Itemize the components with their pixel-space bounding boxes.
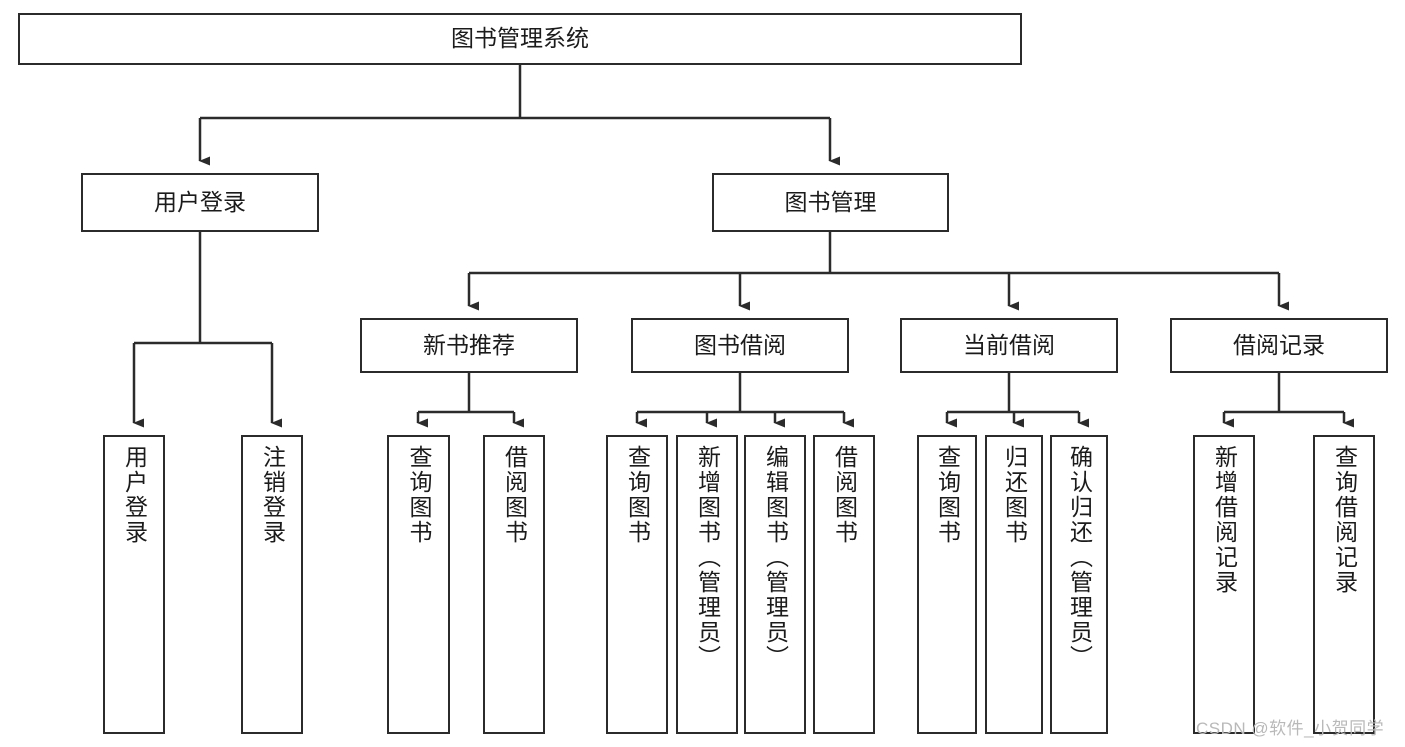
node-user-login[interactable]: 用户登录 (81, 173, 319, 232)
node-current-borrow[interactable]: 当前借阅 (900, 318, 1118, 373)
node-leaf-edit-book[interactable]: 编辑图书（管理员） (744, 435, 806, 734)
node-leaf-add-record-label: 新增借阅记录 (1211, 445, 1238, 595)
node-leaf-query-book-1-label: 查询图书 (406, 445, 432, 545)
node-leaf-borrow-book-1[interactable]: 借阅图书 (483, 435, 545, 734)
node-new-book-rec[interactable]: 新书推荐 (360, 318, 578, 373)
node-new-book-rec-label: 新书推荐 (423, 331, 515, 358)
node-leaf-user-logout-label: 注销登录 (259, 445, 286, 545)
node-leaf-query-book-2-label: 查询图书 (624, 445, 651, 545)
node-leaf-user-login[interactable]: 用户登录 (103, 435, 165, 734)
connectors-new-book-rec (416, 373, 524, 428)
node-leaf-user-login-label: 用户登录 (121, 445, 148, 545)
node-leaf-query-record-label: 查询借阅记录 (1331, 445, 1358, 595)
csdn-watermark: CSDN @软件_小贺同学 (1196, 719, 1385, 738)
node-leaf-borrow-book-2[interactable]: 借阅图书 (813, 435, 875, 734)
connectors-current-borrow (945, 373, 1089, 428)
node-leaf-query-record[interactable]: 查询借阅记录 (1313, 435, 1375, 734)
node-leaf-query-book-3-label: 查询图书 (934, 445, 961, 545)
node-borrow-record-label: 借阅记录 (1233, 331, 1325, 358)
connectors-book-manage (467, 232, 1289, 311)
connectors-root (198, 65, 840, 166)
node-book-manage[interactable]: 图书管理 (712, 173, 949, 232)
node-leaf-borrow-book-1-label: 借阅图书 (501, 445, 528, 545)
node-leaf-add-book[interactable]: 新增图书（管理员） (676, 435, 738, 734)
connectors-borrow-record (1222, 373, 1354, 428)
node-leaf-return-book[interactable]: 归还图书 (985, 435, 1043, 734)
node-leaf-confirm-return[interactable]: 确认归还（管理员） (1050, 435, 1108, 734)
node-leaf-confirm-return-label: 确认归还（管理员） (1066, 445, 1093, 670)
node-leaf-add-record[interactable]: 新增借阅记录 (1193, 435, 1255, 734)
node-book-borrow[interactable]: 图书借阅 (631, 318, 849, 373)
node-leaf-add-book-label: 新增图书（管理员） (694, 445, 721, 670)
node-book-manage-label: 图书管理 (784, 188, 877, 215)
node-current-borrow-label: 当前借阅 (963, 331, 1055, 358)
node-user-login-label: 用户登录 (154, 188, 246, 215)
node-book-borrow-label: 图书借阅 (694, 331, 786, 358)
node-leaf-query-book-2[interactable]: 查询图书 (606, 435, 668, 734)
node-leaf-user-logout[interactable]: 注销登录 (241, 435, 303, 734)
node-leaf-query-book-3[interactable]: 查询图书 (917, 435, 977, 734)
node-leaf-borrow-book-2-label: 借阅图书 (831, 445, 858, 545)
node-leaf-query-book-1[interactable]: 查询图书 (387, 435, 450, 734)
node-root[interactable]: 图书管理系统 (18, 13, 1022, 65)
node-leaf-edit-book-label: 编辑图书（管理员） (762, 445, 789, 670)
node-borrow-record[interactable]: 借阅记录 (1170, 318, 1388, 373)
connectors-user-login (132, 232, 282, 428)
node-leaf-return-book-label: 归还图书 (1001, 445, 1028, 545)
connectors-book-borrow (635, 373, 854, 428)
node-root-label: 图书管理系统 (451, 25, 589, 52)
